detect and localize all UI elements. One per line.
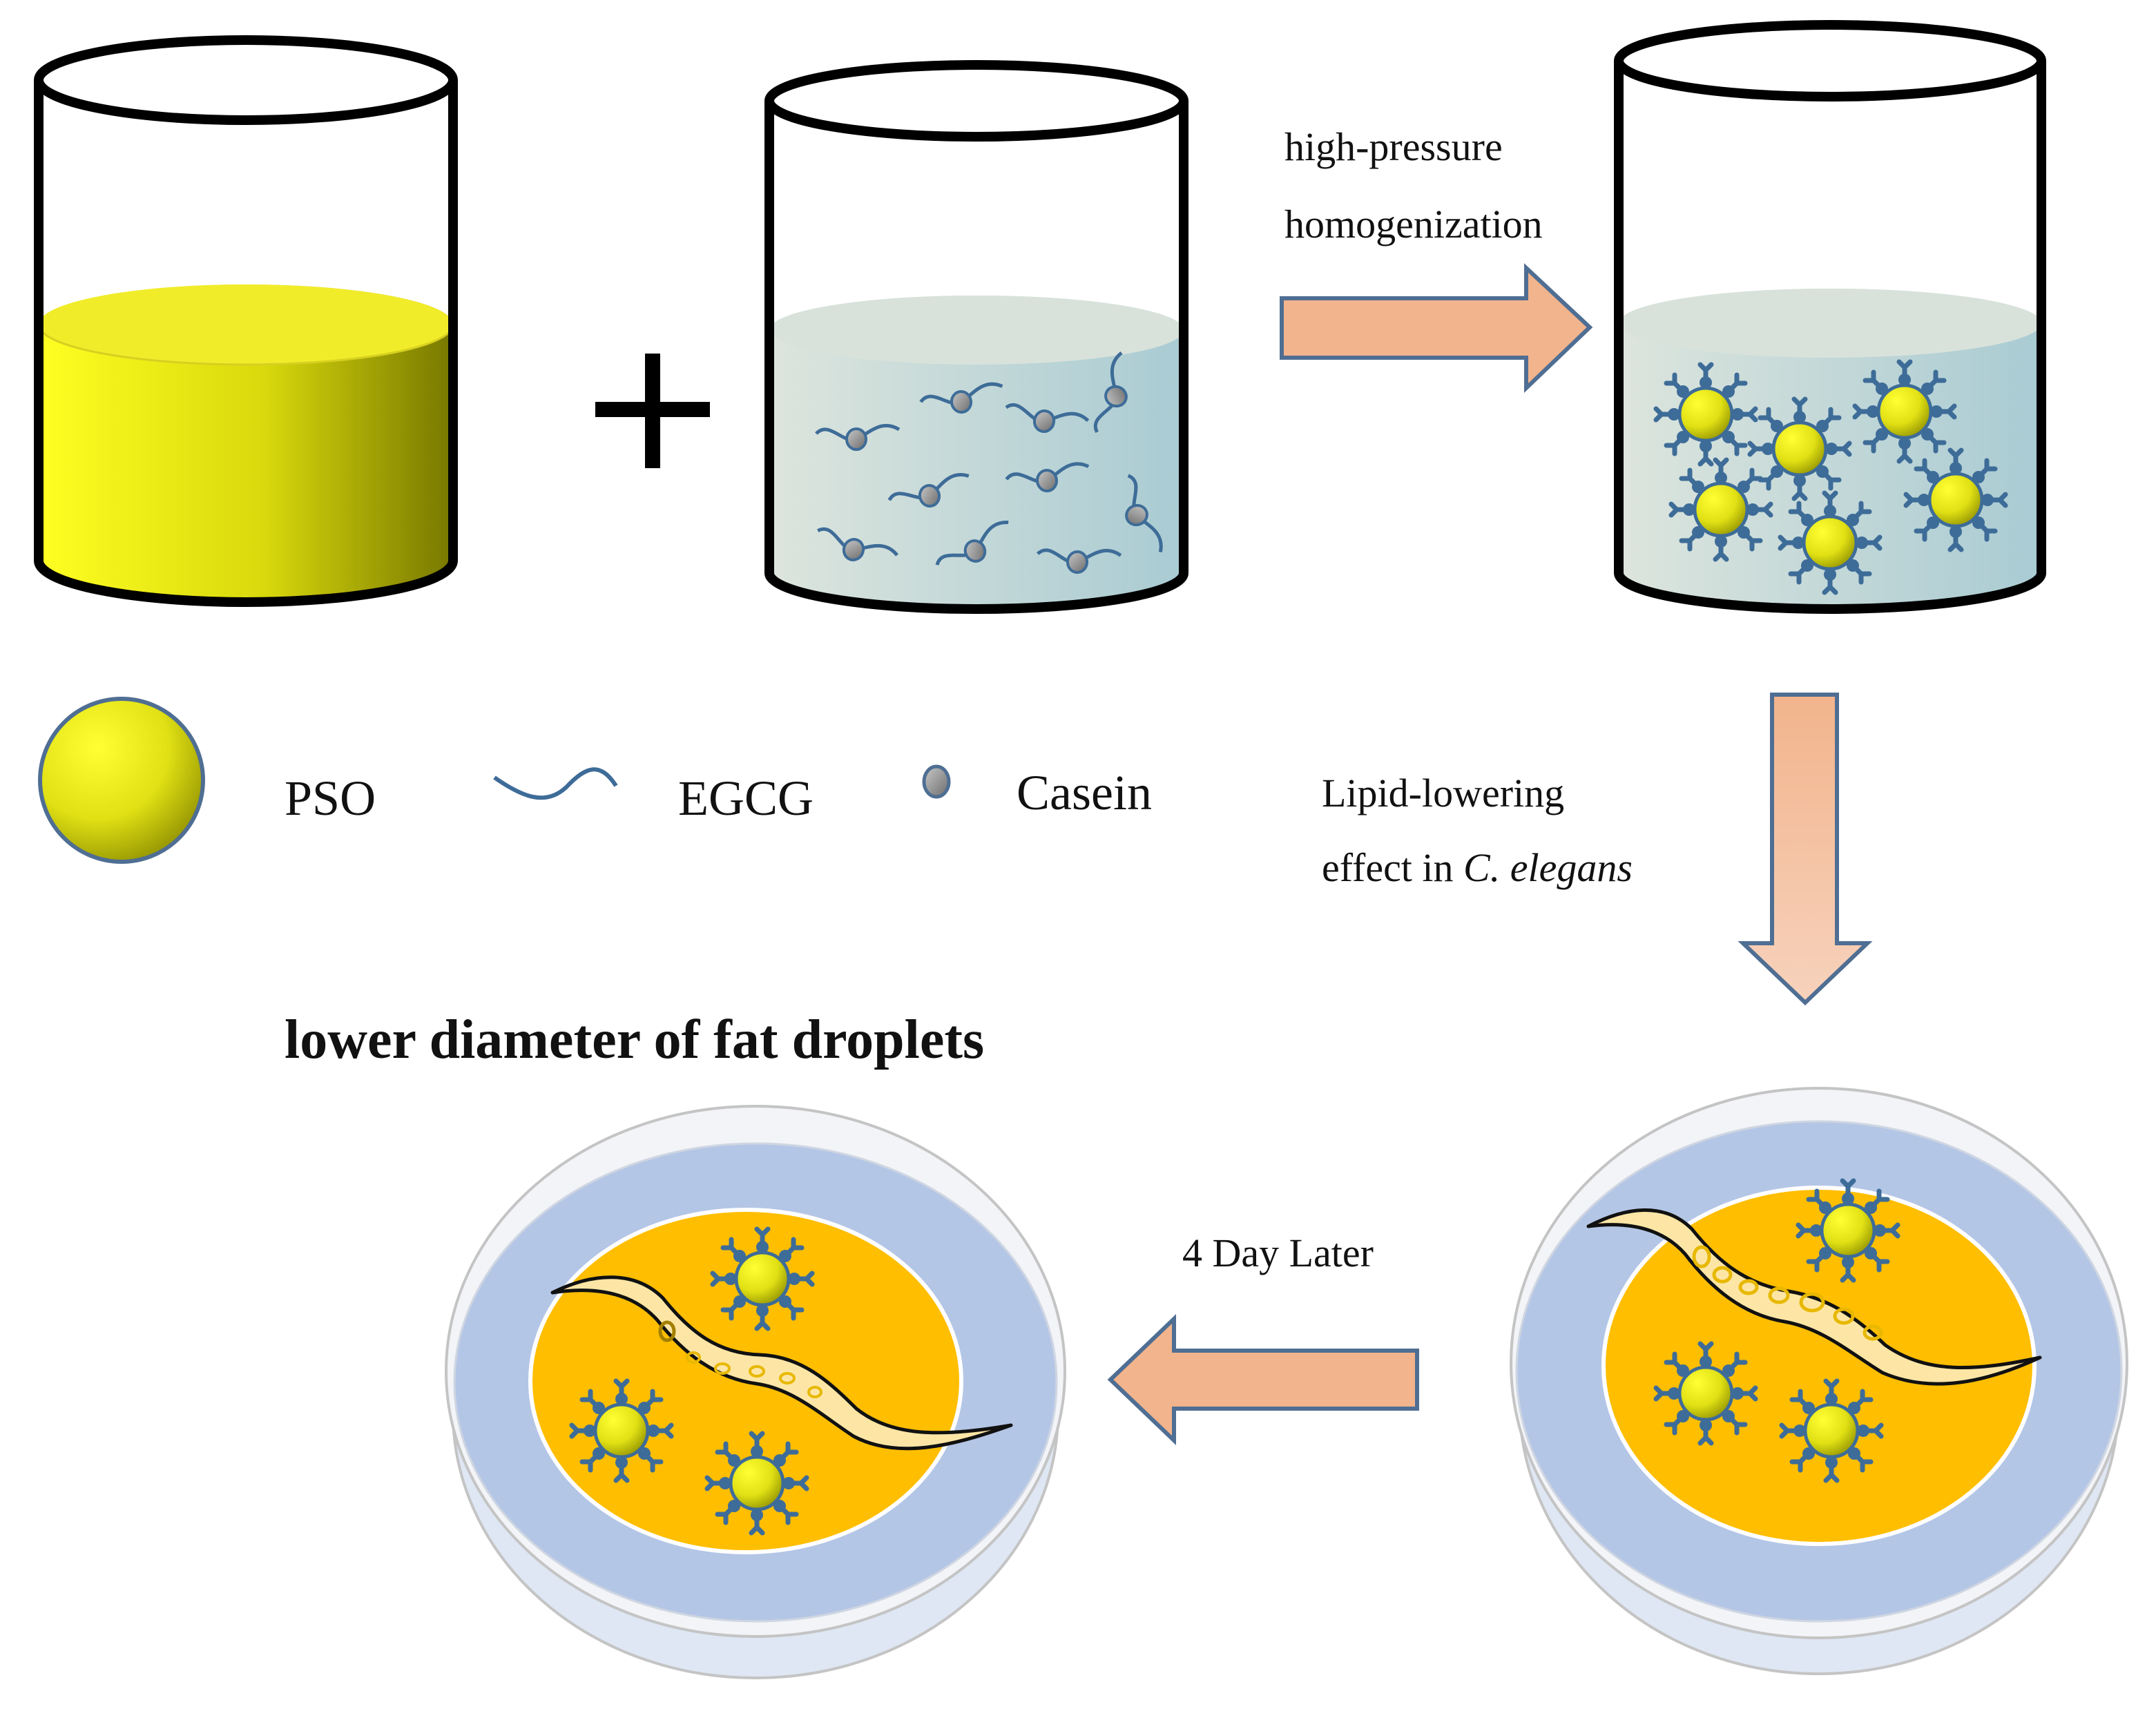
legend-label-casein: Casein <box>1017 765 1152 820</box>
casein-bead-icon <box>922 764 951 799</box>
plus-icon <box>595 354 710 468</box>
step-label-4-day-later: 4 Day Later <box>1182 1230 1374 1275</box>
beaker-egcg-casein <box>764 60 1188 614</box>
legend-label-egcg: EGCG <box>678 771 814 826</box>
step-label-homogenization: high-pressure homogenization <box>1284 124 1543 247</box>
svg-text:high-pressure: high-pressure <box>1284 124 1503 169</box>
arrow-right-icon <box>1280 263 1593 394</box>
petri-dish-start <box>1510 1087 2128 1675</box>
pso-droplet-icon <box>38 697 205 864</box>
egcg-strand-icon <box>493 767 618 800</box>
legend-label-pso: PSO <box>285 771 376 826</box>
legend: PSO EGCG Casein <box>38 697 1152 864</box>
beaker-pso-oil <box>34 35 458 607</box>
petri-dish-after <box>445 1105 1066 1679</box>
svg-text:homogenization: homogenization <box>1284 202 1543 247</box>
worm-c-elegans <box>550 1275 1013 1451</box>
step-label-lipid-lowering: Lipid-lowering effect in C. elegans <box>1322 771 1633 890</box>
svg-text:Lipid-lowering: Lipid-lowering <box>1322 771 1564 815</box>
svg-text:effect in C. elegans: effect in C. elegans <box>1322 845 1633 890</box>
worm-c-elegans <box>1586 1208 2042 1386</box>
beaker-nanoemulsion <box>1614 20 2046 614</box>
result-heading: lower diameter of fat droplets <box>285 1010 984 1070</box>
arrow-down-icon <box>1738 693 1873 1006</box>
arrow-left-icon <box>1107 1313 1419 1446</box>
